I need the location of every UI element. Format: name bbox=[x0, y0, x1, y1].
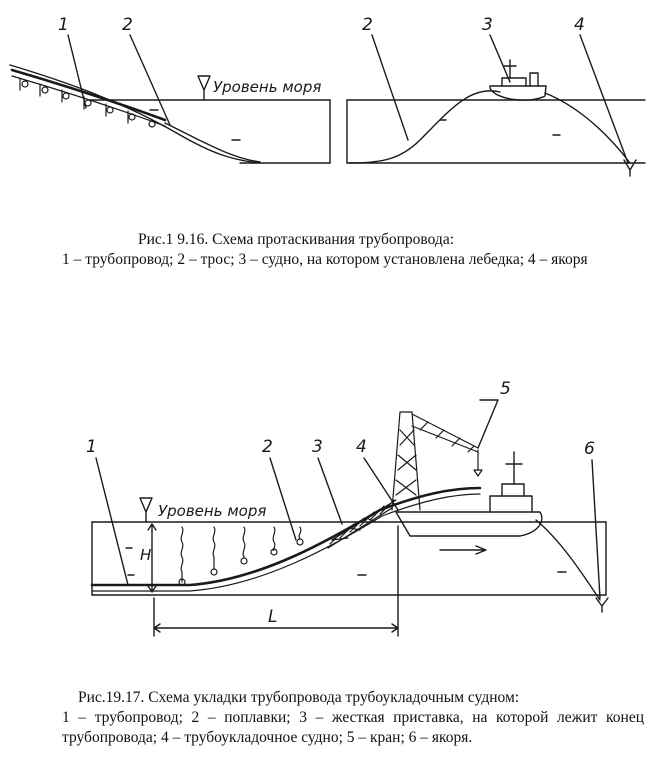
fig1-ship bbox=[489, 59, 547, 101]
fig2-depth-label: H bbox=[140, 546, 151, 564]
fig2-stinger bbox=[327, 499, 397, 549]
fig1-cable-to-ship bbox=[349, 90, 501, 164]
fig1-water-dashes bbox=[149, 109, 241, 141]
fig1-label-2b: 2 bbox=[362, 15, 373, 35]
fig2-label-5: 5 bbox=[500, 379, 511, 399]
fig1-label-3-leader bbox=[489, 34, 511, 83]
fig1-pipeline-lower bbox=[11, 75, 166, 127]
fig2-depth-dimension bbox=[147, 523, 157, 593]
fig1-sea-level-arrow bbox=[197, 75, 211, 101]
fig1-rollers bbox=[19, 77, 156, 128]
fig1-label-2-leader bbox=[129, 34, 171, 126]
fig2-label-4: 4 bbox=[356, 437, 367, 457]
fig2-sea-level-arrow bbox=[139, 497, 153, 523]
fig2-label-4-leader bbox=[363, 457, 399, 511]
fig2 bbox=[90, 399, 609, 637]
fig2-crane bbox=[391, 411, 483, 511]
fig2-label-5-leader bbox=[477, 399, 499, 449]
fig2-caption-title: Рис.19.17. Схема укладки трубопровода тр… bbox=[78, 689, 520, 706]
fig2-label-3: 3 bbox=[312, 437, 323, 457]
fig2-sea-level-text: Уровень моря bbox=[158, 502, 266, 520]
fig1-right-panel bbox=[346, 34, 646, 177]
fig2-label-1: 1 bbox=[86, 437, 97, 457]
fig1-label-3: 3 bbox=[482, 15, 493, 35]
fig2-caption-body: 1 – трубопровод; 2 – поплавки; 3 – жестк… bbox=[62, 709, 644, 746]
fig1-left-panel bbox=[9, 34, 331, 164]
fig2-length-dimension bbox=[153, 525, 399, 637]
fig2-ship bbox=[395, 451, 543, 537]
fig1-anchor-line bbox=[544, 92, 631, 164]
fig2-label-6-leader bbox=[591, 459, 601, 599]
fig1-pipeline bbox=[10, 68, 167, 122]
fig2-heading-arrow bbox=[439, 545, 487, 555]
fig1-caption-body: 1 – трубопровод; 2 – трос; 3 – судно, на… bbox=[62, 251, 588, 268]
fig1-tow-cable bbox=[164, 122, 261, 163]
fig1-sea-level-text: Уровень моря bbox=[213, 78, 321, 96]
fig2-water-dashes bbox=[125, 547, 567, 576]
fig2-label-2-leader bbox=[269, 457, 297, 541]
fig1-label-4-leader bbox=[579, 34, 629, 164]
fig1-label-2: 2 bbox=[122, 15, 133, 35]
fig1-shore-slope bbox=[9, 64, 261, 164]
fig2-label-3-leader bbox=[317, 457, 343, 525]
fig1-label-2b-leader bbox=[371, 34, 409, 141]
fig2-label-1-leader bbox=[95, 457, 129, 586]
fig2-label-6: 6 bbox=[584, 439, 595, 459]
fig2-anchor-line bbox=[535, 519, 601, 601]
fig2-label-2: 2 bbox=[262, 437, 273, 457]
fig1-caption: Рис.1 9.16. Схема протаскивания трубопро… bbox=[62, 230, 622, 270]
fig1-right-water-dashes bbox=[439, 119, 561, 136]
fig2-length-label: L bbox=[268, 607, 277, 627]
fig1-label-1-leader bbox=[67, 34, 87, 109]
fig2-caption: Рис.19.17. Схема укладки трубопровода тр… bbox=[62, 688, 644, 748]
fig1-caption-title: Рис.1 9.16. Схема протаскивания трубопро… bbox=[138, 231, 455, 248]
fig2-anchor bbox=[595, 597, 609, 613]
fig1-label-4: 4 bbox=[574, 15, 585, 35]
fig1-label-1: 1 bbox=[58, 15, 69, 35]
fig2-pipeline-lower bbox=[91, 493, 481, 592]
fig1-anchor bbox=[623, 159, 637, 177]
fig2-floats bbox=[178, 526, 304, 586]
